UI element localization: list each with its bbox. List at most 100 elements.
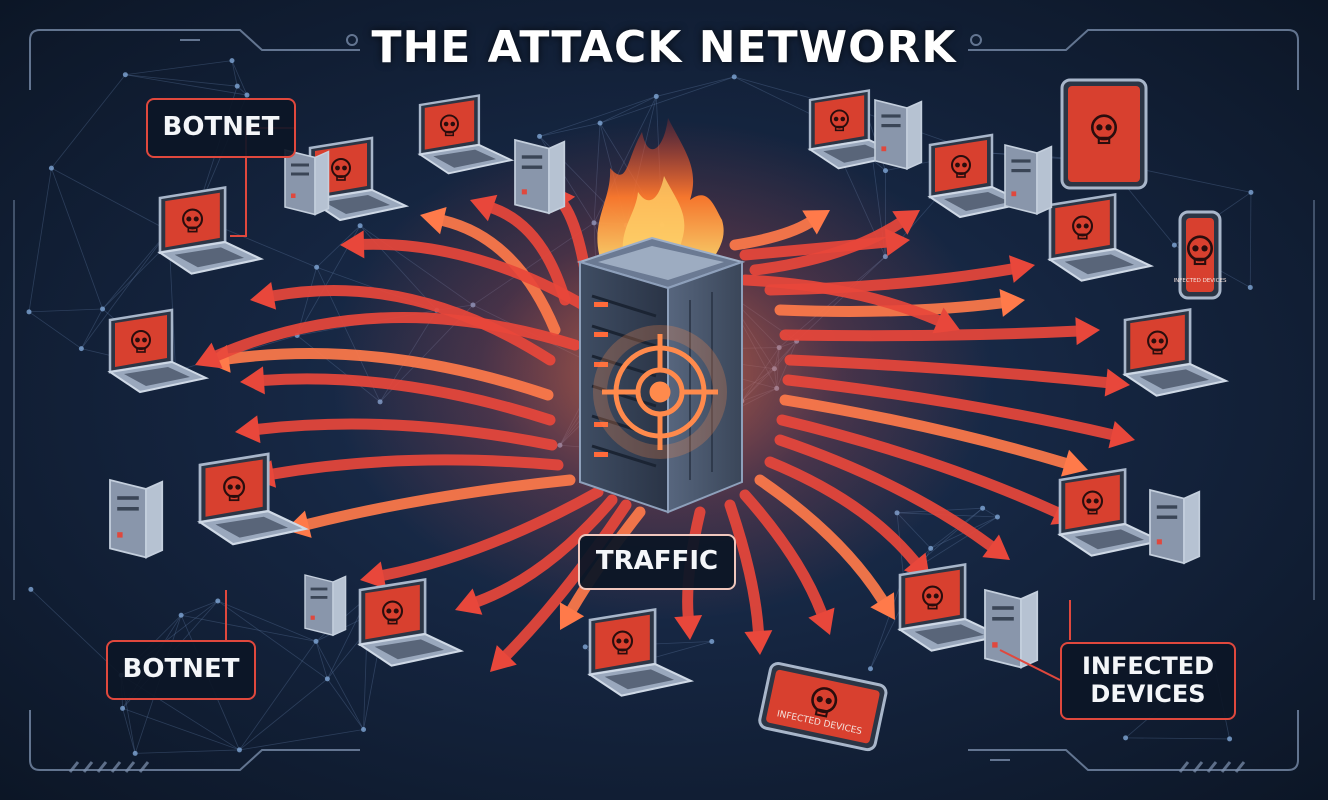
botnet-label-top: BOTNET	[146, 98, 296, 158]
skull-icon	[1082, 490, 1104, 515]
laptop-icon	[1047, 192, 1155, 282]
traffic-arrow	[253, 418, 558, 451]
desktop-tower-icon	[109, 478, 164, 559]
desktop-tower-icon	[984, 588, 1039, 669]
laptop-icon	[197, 452, 310, 546]
skull-icon	[382, 600, 404, 625]
traffic-arrow	[739, 489, 827, 619]
traffic-arrow	[779, 394, 1071, 469]
traffic-arrowhead	[1008, 255, 1035, 283]
traffic-arrowhead	[999, 289, 1025, 317]
skull-icon	[331, 158, 351, 181]
device-layer: INFECTED DEVICES INFECTED DEVICES	[107, 78, 1230, 752]
botnet-label-bottom: BOTNET	[106, 640, 256, 700]
traffic-arrowhead	[490, 645, 517, 672]
traffic-arrowhead	[870, 592, 895, 620]
traffic-arrow	[268, 284, 556, 366]
skull-icon	[951, 155, 971, 178]
traffic-arrow	[764, 456, 921, 567]
traffic-arrowhead	[892, 210, 920, 235]
traffic-arrowhead	[340, 230, 365, 259]
traffic-arrow	[501, 499, 632, 661]
traffic-arrowhead	[1104, 368, 1130, 397]
laptop-icon	[157, 185, 265, 275]
traffic-arrow	[437, 215, 561, 336]
traffic-arrow	[378, 486, 604, 581]
traffic-arrowhead	[802, 210, 830, 235]
traffic-arrow	[754, 474, 888, 606]
skull-icon	[439, 114, 459, 137]
desktop-tower-icon	[874, 98, 923, 171]
desktop-tower-icon	[1149, 488, 1201, 565]
traffic-arrowhead	[455, 588, 483, 615]
diagram-title: THE ATTACK NETWORK	[371, 22, 957, 73]
traffic-arrow	[784, 354, 1112, 389]
traffic-arrow	[729, 217, 816, 251]
traffic-arrowhead	[982, 534, 1010, 560]
traffic-arrow	[268, 454, 564, 480]
laptop-icon	[1122, 307, 1230, 397]
laptop-icon	[897, 562, 1005, 652]
traffic-arrow	[487, 202, 571, 306]
laptop-icon	[107, 308, 210, 394]
desktop-tower-icon	[284, 149, 330, 216]
traffic-arrowhead	[674, 614, 703, 640]
traffic-arrow	[211, 311, 581, 362]
traffic-arrowhead	[250, 282, 277, 310]
traffic-arrow	[258, 373, 556, 426]
traffic-arrowhead	[360, 561, 387, 590]
traffic-label: TRAFFIC	[578, 534, 736, 590]
tablet-icon: INFECTED DEVICES	[758, 661, 888, 752]
infected-devices-label: INFECTED DEVICES	[1060, 642, 1236, 720]
desktop-tower-icon	[304, 574, 347, 637]
crosshair-target-icon	[593, 325, 727, 459]
traffic-arrow	[782, 374, 1118, 441]
desktop-tower-icon	[514, 138, 566, 215]
laptop-icon	[1057, 467, 1165, 557]
traffic-arrowhead	[932, 307, 960, 334]
skull-icon	[223, 476, 246, 502]
traffic-arrow	[223, 348, 554, 401]
traffic-arrowhead	[195, 342, 223, 369]
traffic-arrowhead	[240, 366, 265, 395]
skull-icon	[811, 687, 838, 718]
traffic-arrowhead	[808, 607, 835, 635]
skull-icon	[829, 109, 849, 132]
skull-icon	[182, 208, 204, 233]
traffic-arrows	[195, 185, 1135, 672]
laptop-icon	[417, 94, 515, 175]
tech-frame	[13, 29, 1315, 771]
laptop-icon	[587, 607, 695, 697]
skull-icon	[1091, 114, 1117, 145]
traffic-arrow	[779, 325, 1082, 342]
traffic-arrow	[358, 238, 606, 321]
traffic-arrow	[739, 236, 892, 261]
traffic-arrowhead	[1108, 420, 1135, 449]
traffic-arrowhead	[1075, 317, 1100, 346]
traffic-arrowhead	[420, 206, 447, 235]
phone-icon: INFECTED DEVICES	[1174, 210, 1227, 300]
device-screen-text: INFECTED DEVICES	[1174, 278, 1227, 284]
traffic-arrow	[776, 414, 1062, 518]
frame-hatch	[68, 761, 1246, 773]
traffic-arrowhead	[470, 194, 498, 222]
traffic-arrow	[724, 499, 764, 637]
traffic-arrowhead	[235, 415, 261, 444]
traffic-arrow	[774, 434, 997, 552]
desktop-tower-icon	[1004, 143, 1053, 216]
laptop-icon	[357, 577, 465, 667]
traffic-arrowhead	[884, 228, 910, 257]
skull-icon	[1187, 235, 1213, 266]
laptop-icon	[927, 133, 1030, 219]
traffic-arrowhead	[1060, 449, 1088, 477]
traffic-arrowhead	[744, 630, 773, 655]
traffic-arrow	[471, 494, 618, 608]
skull-icon	[922, 585, 944, 610]
traffic-arrow	[302, 474, 576, 530]
skull-icon	[1072, 215, 1094, 240]
tablet-icon	[1060, 78, 1148, 190]
flame-icon	[597, 118, 724, 262]
traffic-arrowhead	[559, 602, 585, 630]
